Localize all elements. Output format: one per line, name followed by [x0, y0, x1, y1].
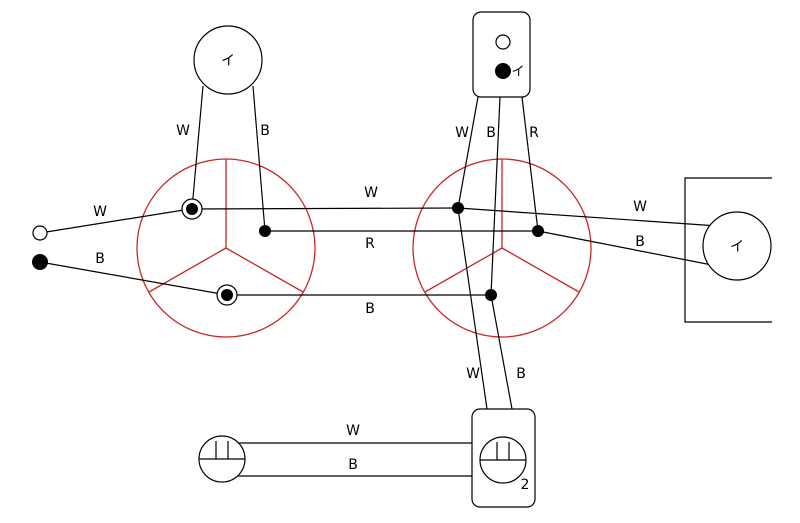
splice-dot-icon [452, 202, 464, 214]
wire-down-black [490, 294, 513, 410]
switch-box-top: イ [472, 11, 531, 98]
wire-lamp-black [252, 85, 266, 232]
splice-dot-icon [221, 289, 233, 301]
label-source-black: B [95, 251, 105, 267]
lamp-top-left: イ [193, 25, 263, 95]
label-switch-red: R [529, 125, 539, 141]
outlet-count-label: 2 [521, 477, 530, 493]
splice-dot-icon [259, 225, 271, 237]
label-down-black: B [516, 366, 526, 382]
label-source-white: W [93, 204, 107, 220]
splice-dot-icon [186, 203, 198, 215]
label-switch-white: W [455, 125, 469, 141]
wire-down-white [457, 207, 488, 410]
label-mid-red: R [365, 236, 375, 252]
label-bottom-black: B [348, 457, 358, 473]
label-switch-black: B [486, 125, 496, 141]
source-white-terminal-icon [32, 225, 48, 241]
label-right-black: B [635, 234, 645, 250]
wire-source-black [39, 261, 228, 296]
label-mid-white: W [364, 185, 378, 201]
label-lamp-top-right: B [260, 123, 270, 139]
label-mid-black: B [365, 301, 375, 317]
lamp-right: イ [684, 177, 772, 323]
outlet-box-bottom: 2 [471, 408, 536, 508]
switch-top-symbol: イ [511, 65, 524, 80]
splice-dot-icon [485, 289, 497, 301]
wire-right-black [537, 230, 713, 266]
label-right-white: W [633, 199, 647, 215]
wire-lamp-white [191, 85, 204, 210]
label-bottom-white: W [346, 423, 360, 439]
wire-labels: W B W B W R B W B R W B W B W B [93, 123, 647, 473]
splice-dot-icon [532, 225, 544, 237]
wire-switch-white [457, 96, 479, 209]
outlet-left [198, 435, 246, 483]
wire-right-white [457, 207, 719, 227]
wires [39, 85, 719, 477]
wire-switch-red [521, 96, 539, 232]
junction-box-right [412, 158, 592, 338]
wire-switch-black [490, 96, 501, 296]
source-black-terminal-icon [32, 254, 48, 270]
label-down-white: W [466, 366, 480, 382]
label-lamp-top-left: W [176, 123, 190, 139]
lamp-right-symbol: イ [730, 239, 744, 255]
junction-box-left [136, 158, 316, 338]
switch-pilot-hollow-icon [495, 34, 511, 50]
switch-icon [495, 63, 511, 79]
lamp-top-left-symbol: イ [221, 53, 235, 69]
wire-mid-white [191, 207, 459, 210]
wire-source-white [39, 208, 191, 234]
connection-points [181, 198, 544, 306]
